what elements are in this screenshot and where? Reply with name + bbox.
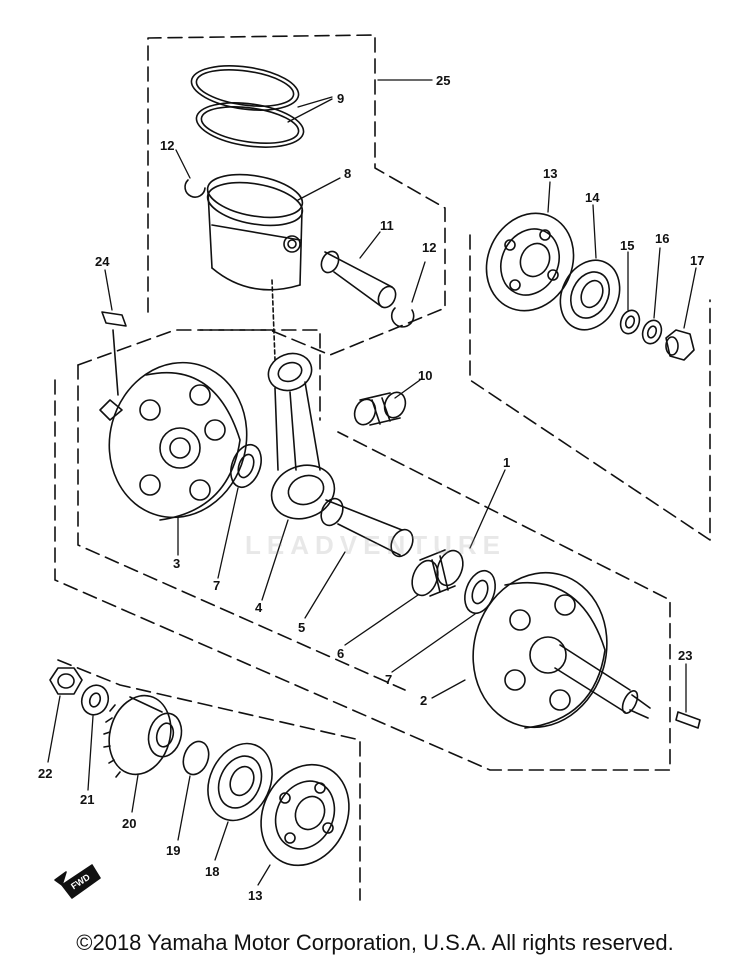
label-3: 3 <box>173 556 180 571</box>
circlip-19 <box>182 740 210 776</box>
lock-washer-16 <box>641 319 663 345</box>
leader-lines <box>47 79 697 886</box>
piston-ring-upper <box>190 65 300 111</box>
main-bearing-lower <box>260 763 350 867</box>
oil-seal-lower <box>207 742 273 822</box>
label-13: 13 <box>543 166 557 181</box>
piston <box>206 173 304 291</box>
washer-15 <box>619 309 641 335</box>
label-16: 16 <box>655 231 669 246</box>
main-bearing-upper <box>485 212 575 312</box>
copyright-notice: ©2018 Yamaha Motor Corporation, U.S.A. A… <box>76 930 674 955</box>
woodruff-key-right <box>675 711 701 729</box>
label-7: 7 <box>385 672 392 687</box>
primary-drive-gear <box>103 694 183 778</box>
connecting-rod <box>267 352 336 520</box>
oil-seal-upper <box>559 259 621 331</box>
label-7: 7 <box>213 578 220 593</box>
thrust-washer-right <box>464 569 496 615</box>
washer-21 <box>80 684 110 716</box>
piston-pin-clip-right <box>390 307 415 328</box>
label-14: 14 <box>585 190 600 205</box>
nut-22 <box>49 667 83 695</box>
piston-pin-clip-left <box>184 179 206 198</box>
piston-ring-lower <box>195 102 305 148</box>
piston-group-boundary <box>147 34 446 356</box>
bearing-group-boundary <box>469 234 711 541</box>
callout-labels: 25 9 12 8 11 12 24 13 14 15 16 17 10 1 3… <box>38 73 704 903</box>
crank-web-right <box>472 571 651 729</box>
nut-17 <box>665 329 695 361</box>
label-8: 8 <box>344 166 351 181</box>
label-18: 18 <box>205 864 219 879</box>
label-25: 25 <box>436 73 450 88</box>
label-2: 2 <box>420 693 427 708</box>
label-22: 22 <box>38 766 52 781</box>
label-23: 23 <box>678 648 692 663</box>
thrust-washer-left <box>230 443 262 489</box>
label-19: 19 <box>166 843 180 858</box>
crankshaft-assembly-boundary <box>54 329 671 771</box>
label-13: 13 <box>248 888 262 903</box>
piston-pin <box>320 250 397 309</box>
label-21: 21 <box>80 792 94 807</box>
label-4: 4 <box>255 600 263 615</box>
crank-pin <box>320 497 414 558</box>
fwd-arrow-icon <box>54 864 101 899</box>
label-24: 24 <box>95 254 110 269</box>
label-6: 6 <box>337 646 344 661</box>
label-11: 11 <box>380 218 394 233</box>
label-12: 12 <box>422 240 436 255</box>
label-17: 17 <box>690 253 704 268</box>
gear-group-boundary <box>57 659 361 901</box>
label-20: 20 <box>122 816 136 831</box>
label-10: 10 <box>418 368 432 383</box>
label-9: 9 <box>337 91 344 106</box>
crank-web-left <box>99 361 248 521</box>
label-1: 1 <box>503 455 510 470</box>
woodruff-key <box>101 311 127 327</box>
label-12: 12 <box>160 138 174 153</box>
big-end-needle-bearing <box>411 549 464 597</box>
small-end-needle-bearing <box>353 391 407 426</box>
label-5: 5 <box>298 620 305 635</box>
watermark: LEADVENTURE <box>245 530 507 560</box>
label-15: 15 <box>620 238 634 253</box>
